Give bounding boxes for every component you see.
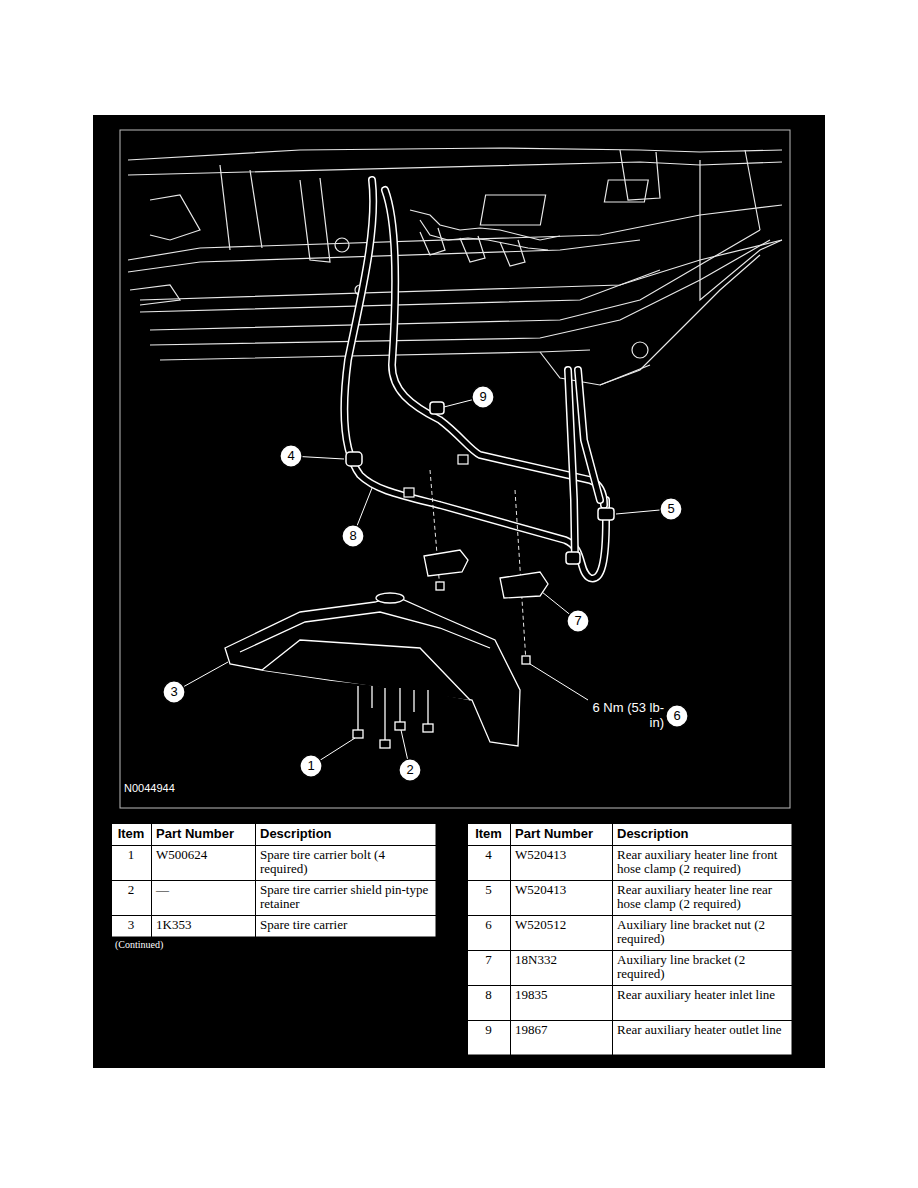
spare-tire-carrier [225,593,520,748]
table-cell: W500624 [151,845,255,865]
table-ground [111,823,436,937]
torque-value: 6 Nm (53 lb-in) [592,700,664,730]
table-cell: Rear auxiliary heater inlet line [612,985,792,1005]
table-cell: 7 [467,950,510,970]
callout-number: 8 [342,525,364,547]
table-cell: — [151,880,255,900]
table-rule [467,1020,792,1021]
table-cell: Auxiliary line bracket (2 required) [612,950,792,984]
table-rule [792,823,793,1055]
table-rule [467,880,792,881]
table-rule [111,937,436,938]
callout-circles [163,386,688,781]
table-rule [255,823,256,937]
table-rule [111,823,112,937]
table-cell: 3 [111,915,151,935]
table-cell: 5 [467,880,510,900]
table-rule [612,823,613,1055]
callout-number: 1 [300,755,322,777]
table-rule [467,1055,792,1056]
table-header: Description [255,823,436,844]
table-cell: 2 [111,880,151,900]
table-cell: Rear auxiliary heater line front hose cl… [612,845,792,879]
table-header: Part Number [510,823,612,844]
table-cell: 1 [111,845,151,865]
heater-lines [344,180,614,578]
callout-number: 2 [399,759,421,781]
table-rule [111,915,436,916]
table-cell: Spare tire carrier [255,915,436,935]
table-rule [111,845,436,846]
callout-number: 6 [666,705,688,727]
table-header: Description [612,823,792,844]
table-cell: 8 [467,985,510,1005]
table-cell: Rear auxiliary heater outlet line [612,1020,792,1040]
callout-number: 3 [163,681,185,703]
table-cell: Rear auxiliary heater line rear hose cla… [612,880,792,914]
table-header: Item [467,823,510,844]
table-cell: W520413 [510,845,612,865]
table-cell: W520512 [510,915,612,935]
parts-tables [111,823,793,1056]
table-rule [467,823,468,1055]
table-cell: 19867 [510,1020,612,1040]
table-cell: Auxiliary line bracket nut (2 required) [612,915,792,949]
table-rule [467,985,792,986]
table-rule [111,880,436,881]
table-cell: W520413 [510,880,612,900]
table-rule [151,823,152,937]
table-cell: 1K353 [151,915,255,935]
callout-number: 5 [660,498,682,520]
table-rule [467,950,792,951]
table-rule [467,845,792,846]
table-cell: Spare tire carrier shield pin-type retai… [255,880,436,914]
table-header: Item [111,823,151,844]
table-rule [467,823,792,824]
table-rule [436,823,437,937]
figure-code: N0044944 [124,782,175,794]
table-ground [467,823,792,1055]
table-cell: 9 [467,1020,510,1040]
underbody [128,148,782,385]
figure-frame [120,130,790,808]
table-rule [467,915,792,916]
table-cell: Spare tire carrier bolt (4 required) [255,845,436,879]
table-cell: 18N332 [510,950,612,970]
table-rule [510,823,511,1055]
callout-number: 4 [280,445,302,467]
leader-lines [174,397,671,770]
table-cell: 4 [467,845,510,865]
table-rule [111,823,436,824]
table-header: Part Number [151,823,255,844]
callout-number: 9 [472,386,494,408]
callout-number: 7 [567,610,589,632]
table-cell: 6 [467,915,510,935]
table-note: (Continued) [115,939,163,950]
table-cell: 19835 [510,985,612,1005]
page-ground [93,115,825,1068]
